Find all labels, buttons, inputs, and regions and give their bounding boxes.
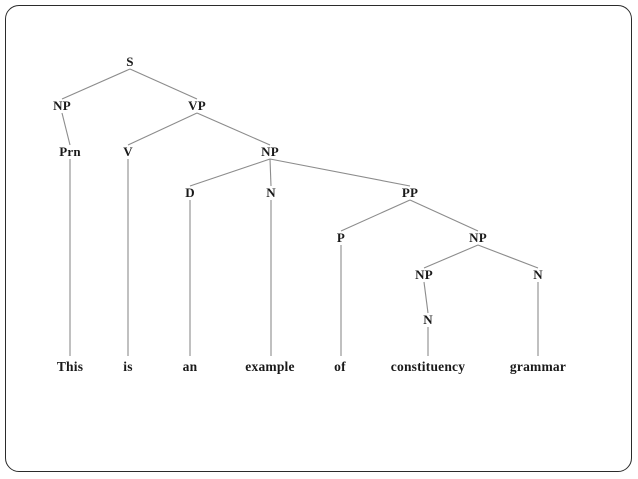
terminal-word-w4: example xyxy=(245,359,295,374)
tree-node-np4: NP xyxy=(415,267,433,282)
tree-node-n2: N xyxy=(533,267,543,282)
tree-node-np3: NP xyxy=(469,230,487,245)
tree-node-d: D xyxy=(185,185,195,200)
tree-edge-pp-to-p xyxy=(340,199,411,232)
tree-edge-s-to-vp xyxy=(129,68,198,100)
tree-edge-np3-to-n2 xyxy=(477,244,539,269)
tree-node-prn: Prn xyxy=(59,144,81,159)
terminal-word-w2: is xyxy=(123,359,133,374)
tree-edge-np2-to-pp xyxy=(269,158,411,187)
tree-node-vp: VP xyxy=(188,98,206,113)
tree-edge-np3-to-np4 xyxy=(423,244,479,269)
terminal-stem-group xyxy=(69,159,539,356)
terminal-word-w3: an xyxy=(182,359,198,374)
terminal-word-w6: constituency xyxy=(390,359,466,374)
tree-node-s: S xyxy=(126,54,134,69)
tree-edge-np2-to-n1 xyxy=(269,158,272,187)
tree-edge-np2-to-d xyxy=(189,158,271,187)
tree-edge-vp-to-np2 xyxy=(196,112,271,146)
terminal-word-w1: This xyxy=(56,359,84,374)
tree-edge-np4-to-n3 xyxy=(423,281,429,314)
tree-edge-np1-to-prn xyxy=(61,112,71,146)
tree-node-p: P xyxy=(336,230,346,245)
terminal-word-w5: of xyxy=(334,359,346,374)
terminal-word-w7: grammar xyxy=(509,359,567,374)
tree-node-n1: N xyxy=(266,185,276,200)
tree-edge-pp-to-np3 xyxy=(409,199,479,232)
slide-border-frame xyxy=(5,5,632,472)
tree-node-v: V xyxy=(123,144,133,159)
tree-node-np2: NP xyxy=(261,144,279,159)
tree-edge-s-to-np1 xyxy=(61,68,131,100)
tree-node-n3: N xyxy=(423,312,433,327)
tree-edge-vp-to-v xyxy=(127,112,198,146)
tree-node-pp: PP xyxy=(401,185,419,200)
tree-node-np1: NP xyxy=(53,98,71,113)
edge-group xyxy=(61,68,539,314)
